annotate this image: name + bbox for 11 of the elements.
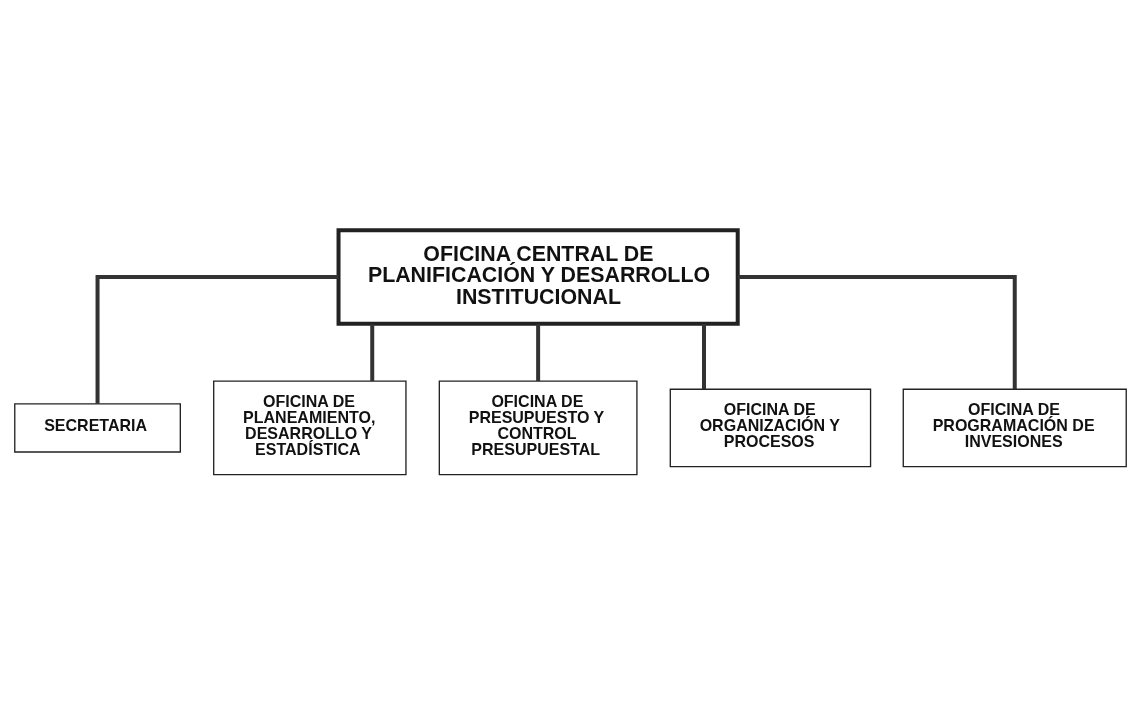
node-box: SECRETARIA (14, 402, 181, 453)
connector (95, 274, 339, 404)
node-box: OFICINA DE PLANEAMIENTO, DESARROLLO Y ESTADÍSTICA (213, 380, 407, 475)
node-box: OFICINA DE ORGANIZACIÓN Y PROCESOS (669, 388, 872, 467)
node-box: OFICINA DE PRESUPUESTO Y CONTROL PRESUPUESTAL (438, 380, 638, 475)
connector (737, 274, 1017, 389)
node-box: OFICINA CENTRAL DE PLANIFICACIÓN Y DESARROLLO INSTITUCIONAL (336, 227, 740, 326)
node-box: OFICINA DE PROGRAMACIÓN DE INVESIONES (902, 388, 1127, 467)
connector (370, 323, 375, 381)
connector (536, 323, 541, 381)
connector (702, 323, 706, 389)
